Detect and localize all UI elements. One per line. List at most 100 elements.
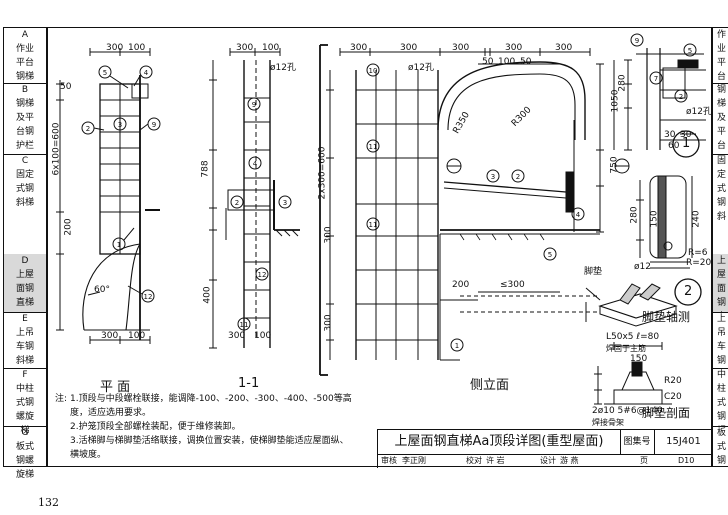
svg-text:9: 9 — [252, 101, 256, 109]
notes-header: 注: — [55, 394, 68, 404]
design-name: 游 燕 — [560, 456, 579, 465]
dim-plan-200: 200 — [63, 218, 74, 236]
svg-text:11: 11 — [369, 143, 378, 151]
title-block: 上屋面钢直梯Aa顶段详图(重型屋面) 图集号 15J401 审核 李正刚 校对 … — [377, 429, 713, 468]
design-label: 设计 — [540, 456, 556, 465]
dim-elev-50b: 50 — [520, 57, 532, 67]
right-tab-g[interactable]: 板式钢螺旋 — [717, 428, 727, 466]
svg-text:5: 5 — [548, 251, 552, 259]
dim-elev-50a: 50 — [482, 57, 494, 67]
note-line-5: 横坡度。 — [70, 450, 107, 460]
right-tab-d[interactable]: 上屋面钢直 — [713, 254, 728, 313]
note-line-3: 2.护笼顶段全部螺栓装配，便于维修装卸。 — [70, 422, 241, 432]
dim-det-30b: 30 — [680, 130, 692, 140]
dim-plan-bot-1: 300 — [101, 331, 119, 341]
dim-det-30a: 30 — [664, 130, 676, 140]
svg-text:2: 2 — [235, 199, 239, 207]
callout-1: 1 — [682, 136, 691, 151]
detail-views — [585, 33, 706, 405]
label-rebar-note: 焊接骨架 — [592, 418, 624, 427]
dim-sec-bot-2: 100 — [254, 331, 272, 341]
callout-2: 2 — [684, 284, 693, 299]
svg-text:3: 3 — [118, 121, 122, 129]
title-section: 1-1 — [238, 376, 260, 391]
review-name: 李正刚 — [402, 456, 426, 465]
dim-sec-top-2: 100 — [262, 43, 280, 53]
right-tab-a[interactable]: 作业平台 — [713, 28, 728, 84]
dim-elev-1050: 1050 — [610, 89, 621, 113]
dim-plan-bot-2: 100 — [128, 331, 146, 341]
dim-plan-600: 6x100=600 — [51, 122, 62, 176]
svg-text:2: 2 — [516, 173, 520, 181]
title-foot-pad-section: 脚垫剖面 — [642, 406, 691, 420]
dim-sec-150: 150 — [630, 354, 648, 364]
right-tab-f[interactable]: 中柱式钢螺 — [713, 368, 728, 427]
dim-sec-400: 400 — [202, 286, 213, 304]
dim-plan-top-1: 300 — [106, 43, 124, 53]
dim-elev-side-300: 300 — [323, 226, 334, 244]
atlas-label: 图集号 — [620, 430, 655, 455]
note-line-2: 度，适应选用要求。 — [70, 408, 152, 418]
check-name: 许 岩 — [486, 456, 505, 465]
drawing-frame — [47, 27, 712, 467]
dim-pad-phi12: ø12 — [634, 262, 651, 272]
dim-elev-200: 200 — [452, 280, 470, 290]
svg-text:4: 4 — [144, 69, 149, 77]
plan-view — [56, 48, 161, 344]
right-tab-b[interactable]: 钢梯及平台 — [713, 83, 728, 155]
dim-elev-2x300: 2x300=600 — [317, 146, 328, 200]
drawing-title: 上屋面钢直梯Aa顶段详图(重型屋面) — [378, 430, 621, 455]
roof-hatch — [459, 233, 545, 241]
label-l50: L50x5 ℓ=80 — [606, 332, 660, 342]
svg-text:11: 11 — [240, 321, 249, 329]
title-foot-pad-axonometric: 脚垫轴测 — [642, 310, 691, 324]
svg-text:12: 12 — [144, 293, 153, 301]
dim-elev-750: 750 — [609, 156, 620, 174]
dim-elev-100: 100 — [498, 57, 516, 67]
dim-elev-le300: ≤300 — [500, 280, 525, 290]
dim-sec-788: 788 — [200, 160, 211, 178]
svg-text:11: 11 — [369, 221, 378, 229]
svg-text:3: 3 — [283, 199, 287, 207]
dim-det-280: 280 — [617, 74, 628, 92]
dim-plan-angle: 60° — [94, 285, 110, 295]
dim-pad-240: 240 — [691, 210, 702, 228]
page-code: D10 — [678, 456, 695, 465]
dim-elev-hole: ø12孔 — [408, 63, 434, 73]
review-label: 审核 — [381, 456, 397, 465]
svg-text:5: 5 — [688, 47, 692, 55]
dim-elev-top-2: 300 — [400, 43, 418, 53]
svg-text:4: 4 — [253, 160, 258, 168]
dim-det-hole: ø12孔 — [686, 107, 712, 117]
svg-text:5: 5 — [103, 69, 107, 77]
dim-elev-top-1: 300 — [350, 43, 368, 53]
dim-elev-top-5: 300 — [555, 43, 573, 53]
dim-elev-side-300b: 300 — [323, 314, 334, 332]
svg-text:2: 2 — [86, 125, 90, 133]
svg-text:3: 3 — [491, 173, 495, 181]
right-tab-e[interactable]: 上吊车钢斜 — [713, 312, 728, 369]
atlas-number: 15J401 — [654, 430, 713, 455]
dim-sec-top-1: 300 — [236, 43, 254, 53]
label-l50-note: 焊固于主筋 — [606, 344, 646, 353]
svg-text:10: 10 — [369, 67, 378, 75]
svg-text:1: 1 — [455, 342, 459, 350]
dim-sec-r20: R20 — [664, 376, 682, 386]
dim-pad-280: 280 — [629, 206, 640, 224]
dim-sec-bot-1: 300 — [228, 331, 246, 341]
label-rebar: 2ø10 5#6@140 — [592, 406, 663, 416]
dim-elev-top-3: 300 — [452, 43, 470, 53]
dim-pad-150: 150 — [649, 210, 660, 228]
dim-plan-top-2: 100 — [128, 43, 146, 53]
svg-text:9: 9 — [635, 37, 639, 45]
